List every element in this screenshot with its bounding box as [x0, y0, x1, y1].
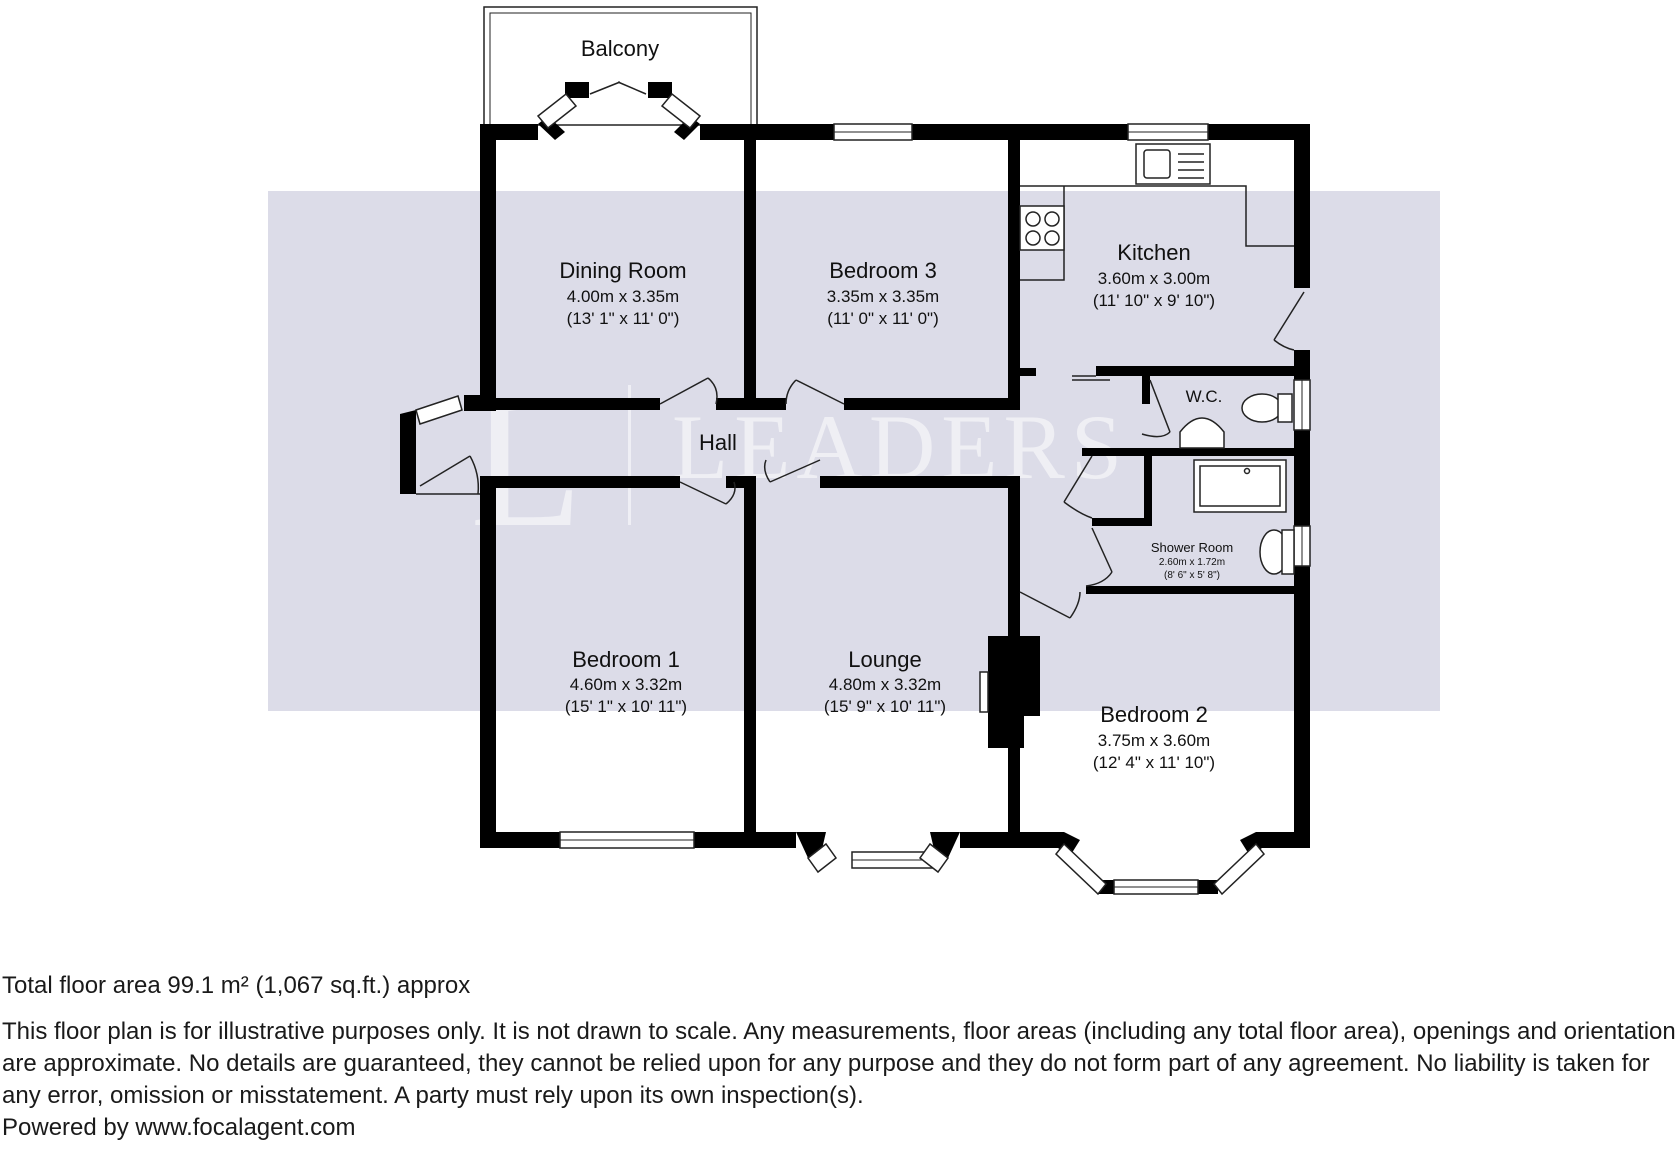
bedroom-3-metric: 3.35m x 3.35m	[827, 287, 939, 306]
total-floor-area: Total floor area 99.1 m² (1,067 sq.ft.) …	[2, 972, 471, 999]
bedroom-1-imperial: (15' 1" x 10' 11")	[565, 697, 687, 716]
bedroom-2-name: Bedroom 2	[1100, 702, 1208, 727]
shower-room-imperial: (8' 6" x 5' 8")	[1164, 570, 1220, 581]
dining-room-imperial: (13' 1" x 11' 0")	[567, 309, 680, 328]
disclaimer: This floor plan is for illustrative purp…	[2, 1018, 1676, 1109]
shower-room-metric: 2.60m x 1.72m	[1159, 557, 1225, 568]
wc-name: W.C.	[1186, 387, 1223, 406]
balcony-inner-outline	[489, 12, 752, 126]
dining-room-name: Dining Room	[559, 258, 686, 283]
room-labels: Balcony Dining Room 4.00m x 3.35m (13' 1…	[559, 36, 1233, 772]
kitchen-imperial: (11' 10" x 9' 10")	[1093, 291, 1215, 310]
kitchen-name: Kitchen	[1117, 240, 1190, 265]
balcony-outline	[483, 6, 758, 126]
footer: Total floor area 99.1 m² (1,067 sq.ft.) …	[2, 970, 1678, 1144]
doors	[416, 81, 1305, 713]
floor-plan: L LEADERS	[268, 6, 1440, 896]
bedroom-2-metric: 3.75m x 3.60m	[1098, 731, 1210, 750]
lounge-name: Lounge	[848, 647, 921, 672]
bedroom-2-imperial: (12' 4" x 11' 10")	[1093, 753, 1215, 772]
walls	[400, 82, 1310, 894]
wc-toilet-icon	[1241, 393, 1293, 423]
lounge-imperial: (15' 9" x 10' 11")	[824, 697, 946, 716]
balcony-name: Balcony	[581, 36, 659, 61]
watermark-divider	[628, 385, 631, 525]
wc-basin-icon	[1179, 417, 1225, 449]
bedroom-1-name: Bedroom 1	[572, 647, 680, 672]
kitchen-metric: 3.60m x 3.00m	[1098, 269, 1210, 288]
bedroom-3-name: Bedroom 3	[829, 258, 937, 283]
fixtures	[1019, 143, 1295, 575]
dining-room-metric: 4.00m x 3.35m	[567, 287, 679, 306]
shower-toilet-icon	[1259, 529, 1295, 575]
hall-name: Hall	[699, 430, 737, 455]
bedroom-1-metric: 4.60m x 3.32m	[570, 675, 682, 694]
shower-room-name: Shower Room	[1151, 540, 1233, 555]
bedroom-3-imperial: (11' 0" x 11' 0")	[827, 309, 938, 328]
lounge-metric: 4.80m x 3.32m	[829, 675, 941, 694]
powered-by: Powered by www.focalagent.com	[2, 1114, 356, 1141]
windows	[415, 92, 1311, 896]
